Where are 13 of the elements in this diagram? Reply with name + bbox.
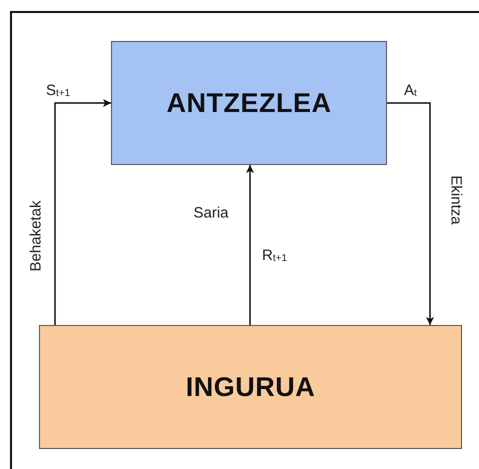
edge-label: Saria [193,206,229,220]
box-title: ANTZEZLEA [166,88,332,118]
box-title: INGURUA [186,372,316,402]
math-symbol-label: A$_{t}$ [404,83,417,98]
edge-label: Ekintza [448,175,464,225]
environment-box [39,325,462,449]
agent-box [111,41,387,165]
math-symbol-label: S$_{t+1}$ [46,83,70,98]
arrow [54,99,111,325]
math-symbol-label: R$_{t+1}$ [262,248,288,263]
edge-label: Behaketak [28,200,44,272]
arrow [246,165,254,325]
arrow [387,102,434,325]
